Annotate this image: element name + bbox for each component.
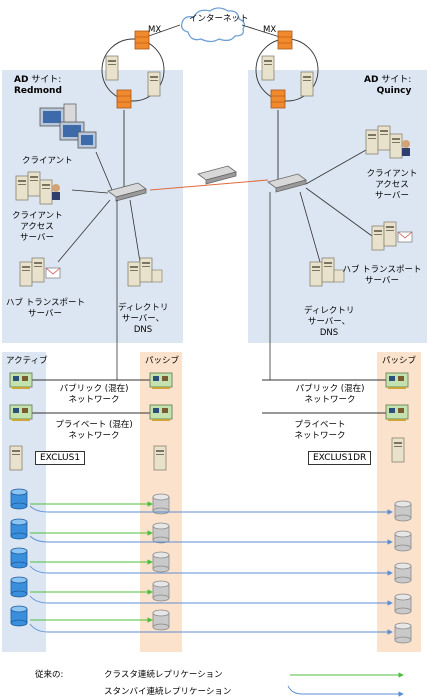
hub-transport-server-icon — [371, 221, 413, 251]
edge-server-icon — [300, 71, 314, 97]
right-dir-label: ディレクトリサーバー、DNS — [304, 306, 355, 338]
active-node-icon — [9, 445, 23, 471]
passive-left-label: パッシブ — [145, 356, 180, 366]
edge-server-icon — [147, 71, 161, 97]
edge-server-icon — [105, 55, 119, 81]
left-perimeter-circle — [101, 38, 165, 102]
net-public-right-label: パブリック (混在)ネットワーク — [295, 384, 365, 405]
legend-scr-line — [287, 685, 404, 697]
edge-server-icon — [261, 55, 275, 81]
nic-icon — [9, 372, 33, 390]
client-access-server-icon — [365, 125, 410, 159]
client-icon — [39, 103, 97, 149]
active-label: アクティブ — [6, 356, 48, 366]
wan-link — [149, 179, 269, 191]
site-quincy-bg — [248, 70, 427, 343]
firewall-icon — [134, 30, 150, 50]
cluster-left-name: EXCLUS1 — [35, 451, 86, 465]
nic-icon — [9, 404, 33, 422]
firewall-icon — [277, 30, 293, 50]
nic-icon — [385, 404, 409, 422]
firewall-icon — [116, 89, 132, 109]
left-dir-label: ディレクトリサーバー、DNS — [118, 303, 169, 335]
net-private-left-label: プライベート (混在)ネットワーク — [55, 420, 133, 441]
net-public-left-label: パブリック (混在)ネットワーク — [59, 384, 129, 405]
nic-icon — [149, 404, 173, 422]
cluster-right-name: EXCLUS1DR — [308, 451, 372, 465]
hub-transport-server-icon — [19, 257, 61, 287]
directory-server-icon — [309, 257, 345, 287]
legend-prefix: 従来の: — [35, 670, 64, 680]
right-hub-label: ハブ トランスポートサーバー — [342, 265, 422, 286]
legend-ccr-label: クラスタ連続レプリケーション — [104, 670, 223, 680]
mx-right-label: MX — [263, 25, 277, 35]
nic-icon — [149, 372, 173, 390]
passive-right-label: パッシブ — [382, 356, 417, 366]
client-access-server-icon — [15, 171, 60, 205]
internet-label: インターネット — [189, 14, 249, 24]
left-hub-label: ハブ トランスポートサーバー — [6, 298, 86, 319]
site-redmond-label: AD サイト: Redmond — [14, 75, 62, 96]
site-redmond-bg — [2, 70, 183, 343]
client-label: クライアント — [22, 156, 73, 166]
internet-cloud — [180, 7, 245, 43]
passive-node-icon — [153, 445, 167, 471]
firewall-icon — [270, 89, 286, 109]
nic-icon — [385, 372, 409, 390]
net-private-right-label: プライベートネットワーク — [294, 420, 346, 441]
left-cas-label: クライアントアクセスサーバー — [12, 211, 63, 243]
site-quincy-label: AD サイト: Quincy — [364, 75, 412, 96]
replication-group — [10, 488, 412, 644]
mx-left-label: MX — [148, 25, 162, 35]
right-cas-label: クライアントアクセスサーバー — [366, 169, 418, 201]
router-icon — [197, 165, 237, 185]
passive-node-icon — [391, 437, 405, 463]
directory-server-icon — [127, 257, 163, 287]
legend-scr-label: スタンバイ連続レプリケーション — [104, 687, 232, 697]
